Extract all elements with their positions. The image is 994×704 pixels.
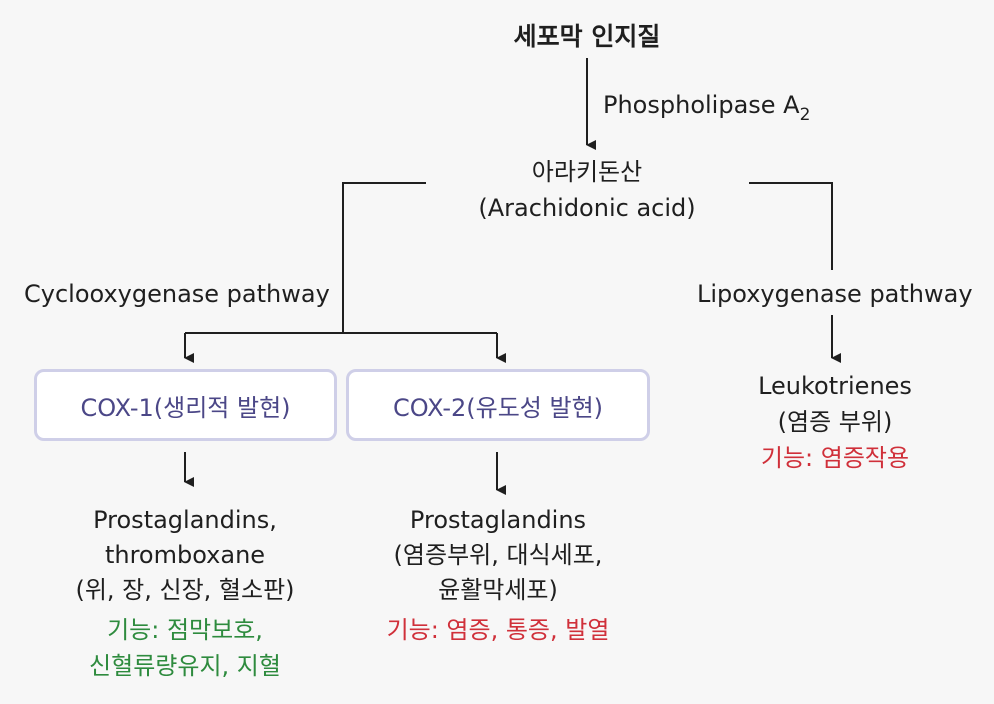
cox1-location: (위, 장, 신장, 혈소판) [75, 576, 295, 604]
cox2-box: COX-2(유도성 발현) [346, 369, 650, 441]
cox1-label: COX-1(생리적 발현) [80, 393, 291, 422]
cox1-function-line1: 기능: 점막보호, [107, 616, 263, 644]
leukotrienes-function: 기능: 염증작용 [760, 444, 910, 472]
leukotrienes-label: Leukotrienes [758, 372, 912, 400]
arachidonic-acid-english: (Arachidonic acid) [478, 194, 696, 222]
cox2-product-line1: Prostaglandins [409, 506, 587, 534]
cox2-location-line2: 윤활막세포) [438, 576, 558, 604]
cyclooxygenase-pathway-label: Cyclooxygenase pathway [24, 280, 330, 308]
phospholipase-label: Phospholipase A2 [603, 88, 810, 132]
cox1-product-line1: Prostaglandins, [93, 506, 277, 534]
cox1-function-line2: 신혈류량유지, 지혈 [89, 652, 281, 680]
line-to-cox [342, 182, 426, 333]
line-to-lox [749, 182, 833, 270]
lipoxygenase-pathway-label: Lipoxygenase pathway [697, 280, 973, 308]
phospholipase-subscript: 2 [799, 105, 811, 125]
cox2-location-line1: (염증부위, 대식세포, [393, 541, 603, 569]
cox2-label: COX-2(유도성 발현) [392, 393, 604, 422]
arachidonic-acid-korean: 아라키돈산 [531, 158, 643, 186]
cox1-box: COX-1(생리적 발현) [34, 369, 337, 441]
cox2-function: 기능: 염증, 통증, 발열 [386, 616, 610, 644]
leukotrienes-location: (염증 부위) [777, 408, 893, 436]
cox1-product-line2: thromboxane [104, 541, 266, 569]
membrane-phospholipid-title: 세포막 인지질 [513, 22, 661, 51]
phospholipase-name: Phospholipase A [603, 91, 800, 119]
